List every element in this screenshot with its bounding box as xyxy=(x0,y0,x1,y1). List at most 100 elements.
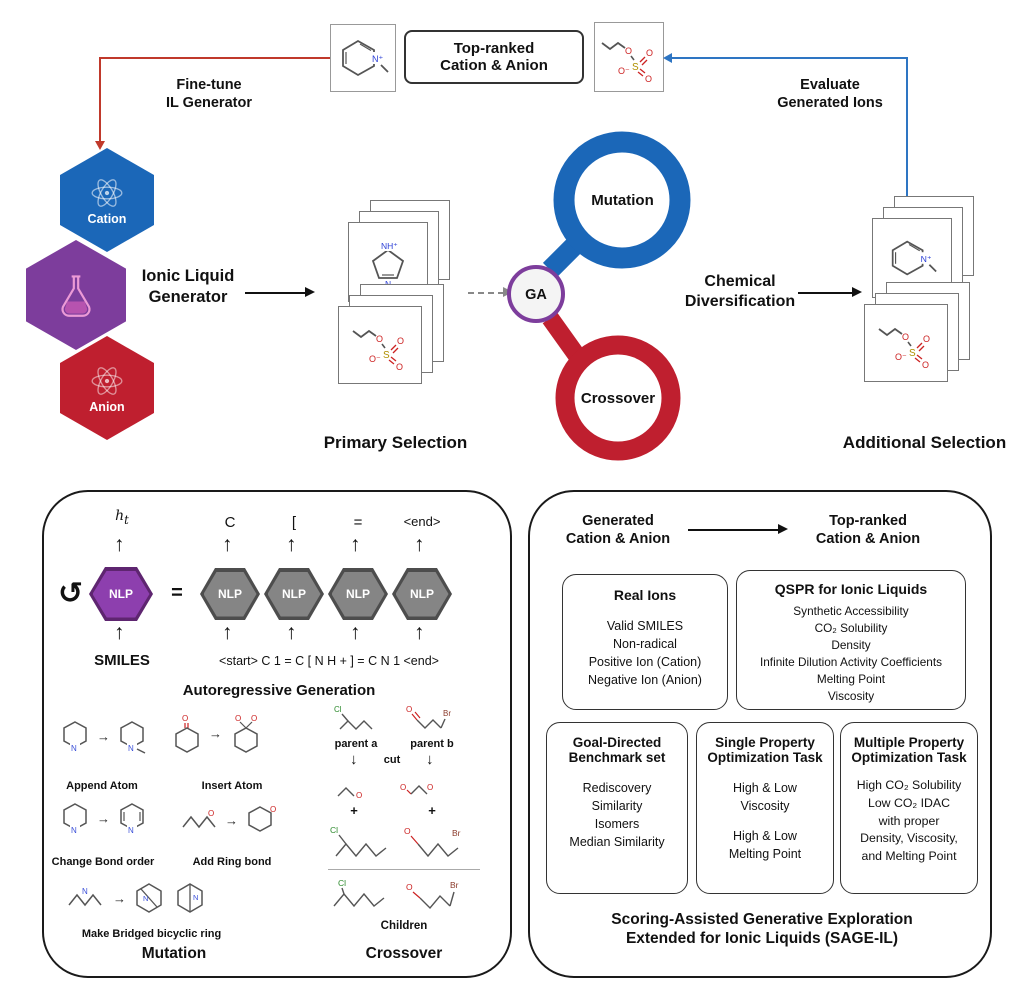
up-arrow-icon: ↑ xyxy=(114,533,125,556)
real-ions-items: Valid SMILES Non-radical Positive Ion (C… xyxy=(588,619,702,688)
cation-label: Cation xyxy=(87,211,127,226)
multiple-property-box: Multiple Property Optimization Task High… xyxy=(840,722,978,894)
recombined-a-sketch: Cl xyxy=(330,825,387,858)
atom-label-o: O xyxy=(646,48,653,58)
ethylsulfate-molecule: O S O O O⁻ xyxy=(601,41,653,84)
plus-sign: + xyxy=(428,803,436,818)
atom-label-o: O xyxy=(400,783,406,792)
nlp-hexagon-gray: NLP xyxy=(264,568,324,620)
child-a-sketch: Cl xyxy=(333,878,385,908)
atom-label-o: O xyxy=(923,334,930,344)
fine-tune-arrow-horizontal xyxy=(99,57,330,59)
fragment-a-sketch: O xyxy=(337,787,362,800)
flow-arrow-2 xyxy=(798,292,854,294)
primary-cation-stack: NH⁺ N xyxy=(348,200,450,302)
sage-panel: Generated Cation & Anion Top-ranked Cati… xyxy=(528,490,992,978)
sage-arrowhead-icon xyxy=(778,524,788,534)
evaluate-arrowhead-icon xyxy=(663,53,672,63)
nlp-hexagon-gray: NLP xyxy=(328,568,388,620)
generator-hexagon xyxy=(26,240,126,350)
crossover-parents: Cl O Br xyxy=(332,702,454,734)
atom-label-cl: Cl xyxy=(330,825,338,835)
atom-label-n: N xyxy=(71,744,77,753)
qspr-title: QSPR for Ionic Liquids xyxy=(774,581,928,597)
primary-anion-card: O S O O O⁻ xyxy=(338,306,422,384)
ethylsulfate-molecule: O S O O O⁻ xyxy=(352,329,404,372)
top-ranked-box: Top-ranked Cation & Anion xyxy=(404,30,584,84)
top-anion-molecule-box: O S O O O⁻ xyxy=(594,22,664,92)
single-items: High & Low Viscosity High & Low Melting … xyxy=(728,781,802,862)
atom-label-o: O xyxy=(922,360,929,370)
up-arrow-icon: ↑ xyxy=(286,533,297,556)
bridged-bicyclic-example: N → N N xyxy=(66,880,208,916)
additional-anion-stack: O S O O O⁻ xyxy=(864,282,970,382)
imidazolium-molecule: NH⁺ N xyxy=(371,240,405,289)
qspr-box: QSPR for Ionic Liquids Synthetic Accessi… xyxy=(736,570,966,710)
atom-label-n: N xyxy=(82,887,88,896)
top-cation-molecule-box: N⁺ xyxy=(330,24,396,92)
atom-label-o: O xyxy=(397,336,404,346)
atom-label-o: O xyxy=(251,714,257,723)
additional-anion-card: O S O O O⁻ xyxy=(864,304,948,382)
atom-label-o-minus: O⁻ xyxy=(618,66,630,76)
atom-label-br: Br xyxy=(450,880,459,890)
atom-label-o: O xyxy=(208,809,214,818)
pyridine-sketch: N xyxy=(63,803,87,835)
atom-label-cl: Cl xyxy=(334,705,342,714)
plus-sign: + xyxy=(350,803,358,818)
change-bond-example: N → N xyxy=(58,800,149,836)
autoregressive-title: Autoregressive Generation xyxy=(182,682,376,699)
add-ring-example: O → O xyxy=(180,804,277,836)
atom-label-s: S xyxy=(632,62,639,73)
amine-chain-sketch: N xyxy=(68,887,102,907)
parent-b-sketch: O Br xyxy=(406,705,451,729)
top-ranked-line2: Cation & Anion xyxy=(440,57,548,74)
atom-label-o-minus: O⁻ xyxy=(369,354,381,364)
insert-atom-example: O → O O xyxy=(170,712,267,754)
goal-directed-box: Goal-Directed Benchmark set Rediscovery … xyxy=(546,722,688,894)
ester-ring-sketch: O O xyxy=(234,714,258,753)
mutation-op-label: Add Ring bond xyxy=(192,856,272,868)
single-title-line1: Single Property xyxy=(715,735,815,750)
atom-label-o: O xyxy=(235,714,241,723)
multiple-title-line1: Multiple Property xyxy=(853,735,965,750)
nlp-hexagon-purple: NLP xyxy=(89,567,153,621)
mutation-title: Mutation xyxy=(141,945,207,962)
atom-label-n-plus: N⁺ xyxy=(372,54,383,64)
mutation-op-label: Insert Atom xyxy=(201,780,263,792)
child-b-sketch: O Br xyxy=(406,880,459,910)
sage-footer: Scoring-Assisted Generative Exploration … xyxy=(611,911,913,948)
evaluate-arrow-vertical xyxy=(906,57,908,207)
multiple-title-line2: Optimization Task xyxy=(851,750,967,765)
bridged-ring-sketch: N xyxy=(177,883,203,913)
anion-label: Anion xyxy=(89,399,125,414)
crossover-fragments: O O O xyxy=(334,778,436,802)
atom-label-o: O xyxy=(376,334,383,344)
ring-o-sketch: O xyxy=(248,805,276,832)
methylpyridinium-sketch: N xyxy=(120,721,146,754)
crossover-title: Crossover xyxy=(365,945,443,962)
up-arrow-icon: ↑ xyxy=(414,533,425,556)
right-arrow-icon: → xyxy=(209,725,222,741)
pyridine-sketch: N xyxy=(63,721,87,753)
anion-hexagon: Anion xyxy=(60,336,154,440)
atom-label-o: O xyxy=(356,791,362,800)
evaluate-label: Evaluate Generated Ions xyxy=(777,77,883,112)
mutation-op-label: Change Bond order xyxy=(51,856,155,868)
up-arrow-icon: ↑ xyxy=(286,621,297,644)
parent-a-label: parent a xyxy=(334,738,378,750)
atom-label-o: O xyxy=(406,882,413,892)
single-title-line2: Optimization Task xyxy=(707,750,823,765)
atom-label-n: N xyxy=(128,744,134,753)
ethylsulfate-molecule: O S O O O⁻ xyxy=(878,327,930,370)
atom-label-cl: Cl xyxy=(338,878,346,888)
generated-ions-label: Generated Cation & Anion xyxy=(565,513,671,548)
qspr-items: Synthetic Accessibility CO₂ Solubility D… xyxy=(759,604,943,704)
up-arrow-icon: ↑ xyxy=(222,533,233,556)
token-c: C xyxy=(224,514,236,531)
chemical-diversification-label: Chemical Diversification xyxy=(684,273,796,310)
mutation-ring xyxy=(553,131,691,269)
atom-icon xyxy=(91,178,123,207)
flow-arrow-1-head-icon xyxy=(305,287,315,297)
nlp-hexagon-gray: NLP xyxy=(200,568,260,620)
